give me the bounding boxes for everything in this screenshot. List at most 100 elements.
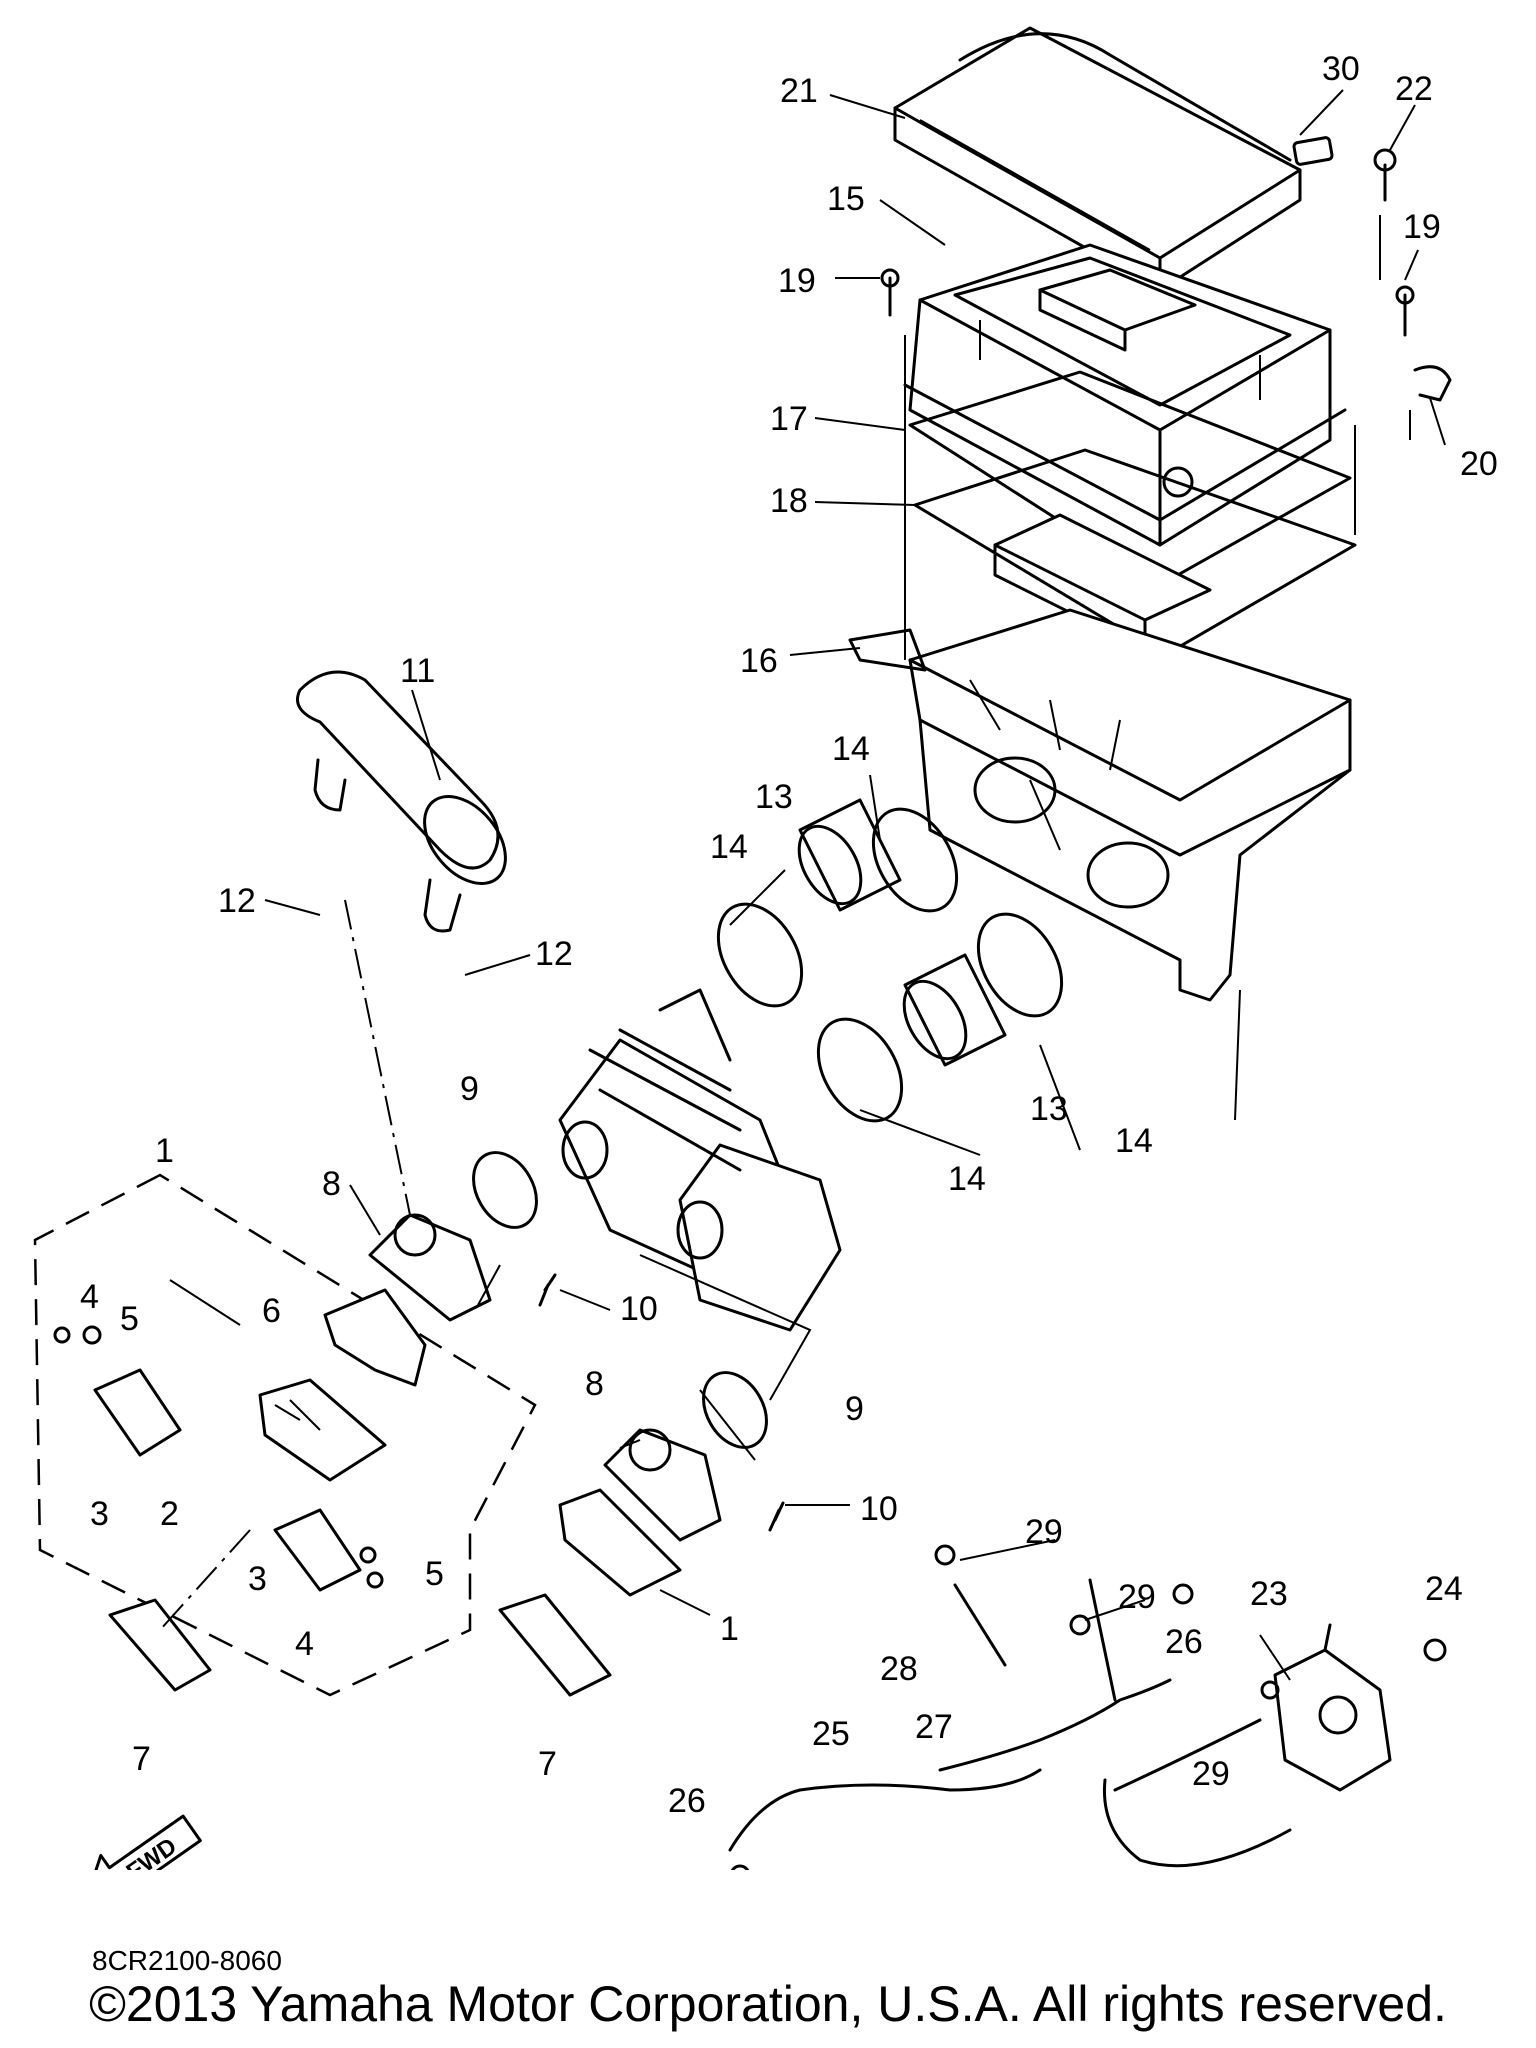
carburetor-assembly — [558, 988, 842, 1332]
callout-25: 25 — [812, 1715, 850, 1753]
washer-5-lower — [359, 1546, 377, 1564]
reed-valve-plate-lower — [273, 1508, 362, 1592]
callout-4-upper: 4 — [80, 1278, 99, 1316]
callout-29-top: 29 — [1025, 1513, 1063, 1551]
fuel-hose-25 — [728, 1768, 1042, 1852]
air-filter-element — [913, 448, 1357, 657]
clip-29-lower — [1260, 1680, 1280, 1700]
callout-9-upper: 9 — [460, 1070, 479, 1108]
callout-13-lower: 13 — [1030, 1090, 1068, 1128]
hose-clamp-1 — [871, 807, 959, 913]
callout-3-left: 3 — [90, 1495, 109, 1533]
callout-12-upper: 12 — [218, 882, 256, 920]
reed-valve-gasket-right — [498, 1593, 612, 1697]
callout-21: 21 — [780, 72, 818, 110]
callout-4-lower: 4 — [295, 1625, 314, 1663]
callout-29-lower: 29 — [1192, 1755, 1230, 1793]
air-box-lower — [848, 608, 1352, 1002]
callout-26-left: 26 — [668, 1782, 706, 1820]
callout-10-lower: 10 — [860, 1490, 898, 1528]
fuel-hose-28-lower — [1102, 1778, 1292, 1868]
nut-24 — [1423, 1638, 1447, 1662]
reed-valve-group-outline — [33, 1173, 537, 1697]
callout-8-upper: 8 — [322, 1165, 341, 1203]
reed-valve-plate-left — [93, 1368, 182, 1457]
washer-5-upper — [82, 1325, 102, 1345]
callout-19-right: 19 — [1403, 208, 1441, 246]
air-box-upper — [903, 243, 1347, 547]
nut-4-lower — [366, 1571, 384, 1589]
hose-clamp-4 — [816, 1017, 904, 1123]
callout-17: 17 — [770, 400, 808, 438]
callout-30: 30 — [1322, 50, 1360, 88]
callout-5-lower: 5 — [425, 1555, 444, 1593]
callout-5-upper: 5 — [120, 1300, 139, 1338]
carb-joint-lower — [902, 953, 1007, 1067]
reed-valve-body — [258, 1378, 387, 1482]
leader-lines — [169, 89, 1446, 1681]
callout-2: 2 — [160, 1495, 179, 1533]
callout-24: 24 — [1425, 1570, 1463, 1608]
callout-16: 16 — [740, 642, 778, 680]
callout-19-left: 19 — [778, 262, 816, 300]
nut-4-upper — [53, 1326, 71, 1344]
hose-clamp-3 — [976, 912, 1064, 1018]
callout-7-left: 7 — [132, 1740, 151, 1778]
carb-clamp-upper — [472, 1151, 538, 1229]
reed-valve-stopper — [323, 1288, 427, 1387]
align-line-carb — [639, 1254, 812, 1401]
damper-30 — [1292, 136, 1334, 166]
callout-14-left: 14 — [710, 828, 748, 866]
reed-valve-right — [558, 1488, 682, 1597]
callout-10-upper: 10 — [620, 1290, 658, 1328]
hose-clamp-2 — [716, 902, 804, 1008]
callout-14-right: 14 — [1115, 1122, 1153, 1160]
align-line-reed — [159, 1529, 251, 1631]
intake-silencer — [296, 670, 507, 933]
intake-manifold-upper — [368, 1213, 492, 1322]
callout-3-lower: 3 — [248, 1560, 267, 1598]
copyright-notice: ©2013 Yamaha Motor Corporation, U.S.A. A… — [89, 1976, 1447, 2032]
clip-29-top — [934, 1544, 956, 1566]
fuel-hose-28-upper — [953, 1583, 1007, 1667]
diagram-code: 8CR2100-8060 — [92, 1945, 282, 1976]
callout-23: 23 — [1250, 1575, 1288, 1613]
callout-22: 22 — [1395, 70, 1433, 108]
fuel-hose-27 — [938, 1678, 1172, 1772]
callout-20: 20 — [1460, 445, 1498, 483]
callout-14-top: 14 — [832, 730, 870, 768]
callout-14-bottom: 14 — [948, 1160, 986, 1198]
callout-12-lower: 12 — [535, 935, 573, 973]
callout-9-lower: 9 — [845, 1390, 864, 1428]
callout-26-right: 26 — [1165, 1623, 1203, 1661]
align-line-silencer — [344, 899, 411, 1216]
callout-28-upper: 28 — [880, 1650, 918, 1688]
callout-1-group: 1 — [155, 1132, 174, 1170]
bracket-20 — [1413, 365, 1452, 402]
clip-26-right — [1172, 1583, 1194, 1605]
reed-valve-gasket-left — [108, 1598, 212, 1692]
callout-27: 27 — [915, 1708, 953, 1746]
bolt-10-upper — [538, 1273, 557, 1307]
fuel-pump — [1273, 1623, 1392, 1792]
clip-26-left — [730, 1864, 750, 1870]
intake-manifold-lower — [603, 1428, 722, 1542]
callout-numbers: 1 1 2 3 3 4 4 5 5 6 7 7 8 8 9 9 10 10 11… — [80, 50, 1498, 1820]
callout-11: 11 — [400, 652, 435, 690]
carb-clamp-lower — [702, 1371, 768, 1449]
carb-joint-upper — [797, 798, 902, 912]
callout-1-right: 1 — [720, 1610, 739, 1648]
callout-13-upper: 13 — [755, 778, 793, 816]
callout-7-right: 7 — [538, 1745, 557, 1783]
fuel-hose-return — [1088, 1578, 1262, 1792]
callout-6: 6 — [262, 1292, 281, 1330]
air-filter-cover — [893, 26, 1302, 292]
callout-15: 15 — [827, 180, 865, 218]
bolt-10-lower — [768, 1501, 785, 1532]
fwd-arrow: FWD — [83, 1814, 202, 1870]
intake-exploded-diagram: 1 1 2 3 3 4 4 5 5 6 7 7 8 8 9 9 10 10 11… — [33, 26, 1498, 1870]
callout-29-mid: 29 — [1118, 1578, 1156, 1616]
callout-18: 18 — [770, 482, 808, 520]
callout-8-lower: 8 — [585, 1365, 604, 1403]
clip-29-mid — [1069, 1614, 1091, 1636]
